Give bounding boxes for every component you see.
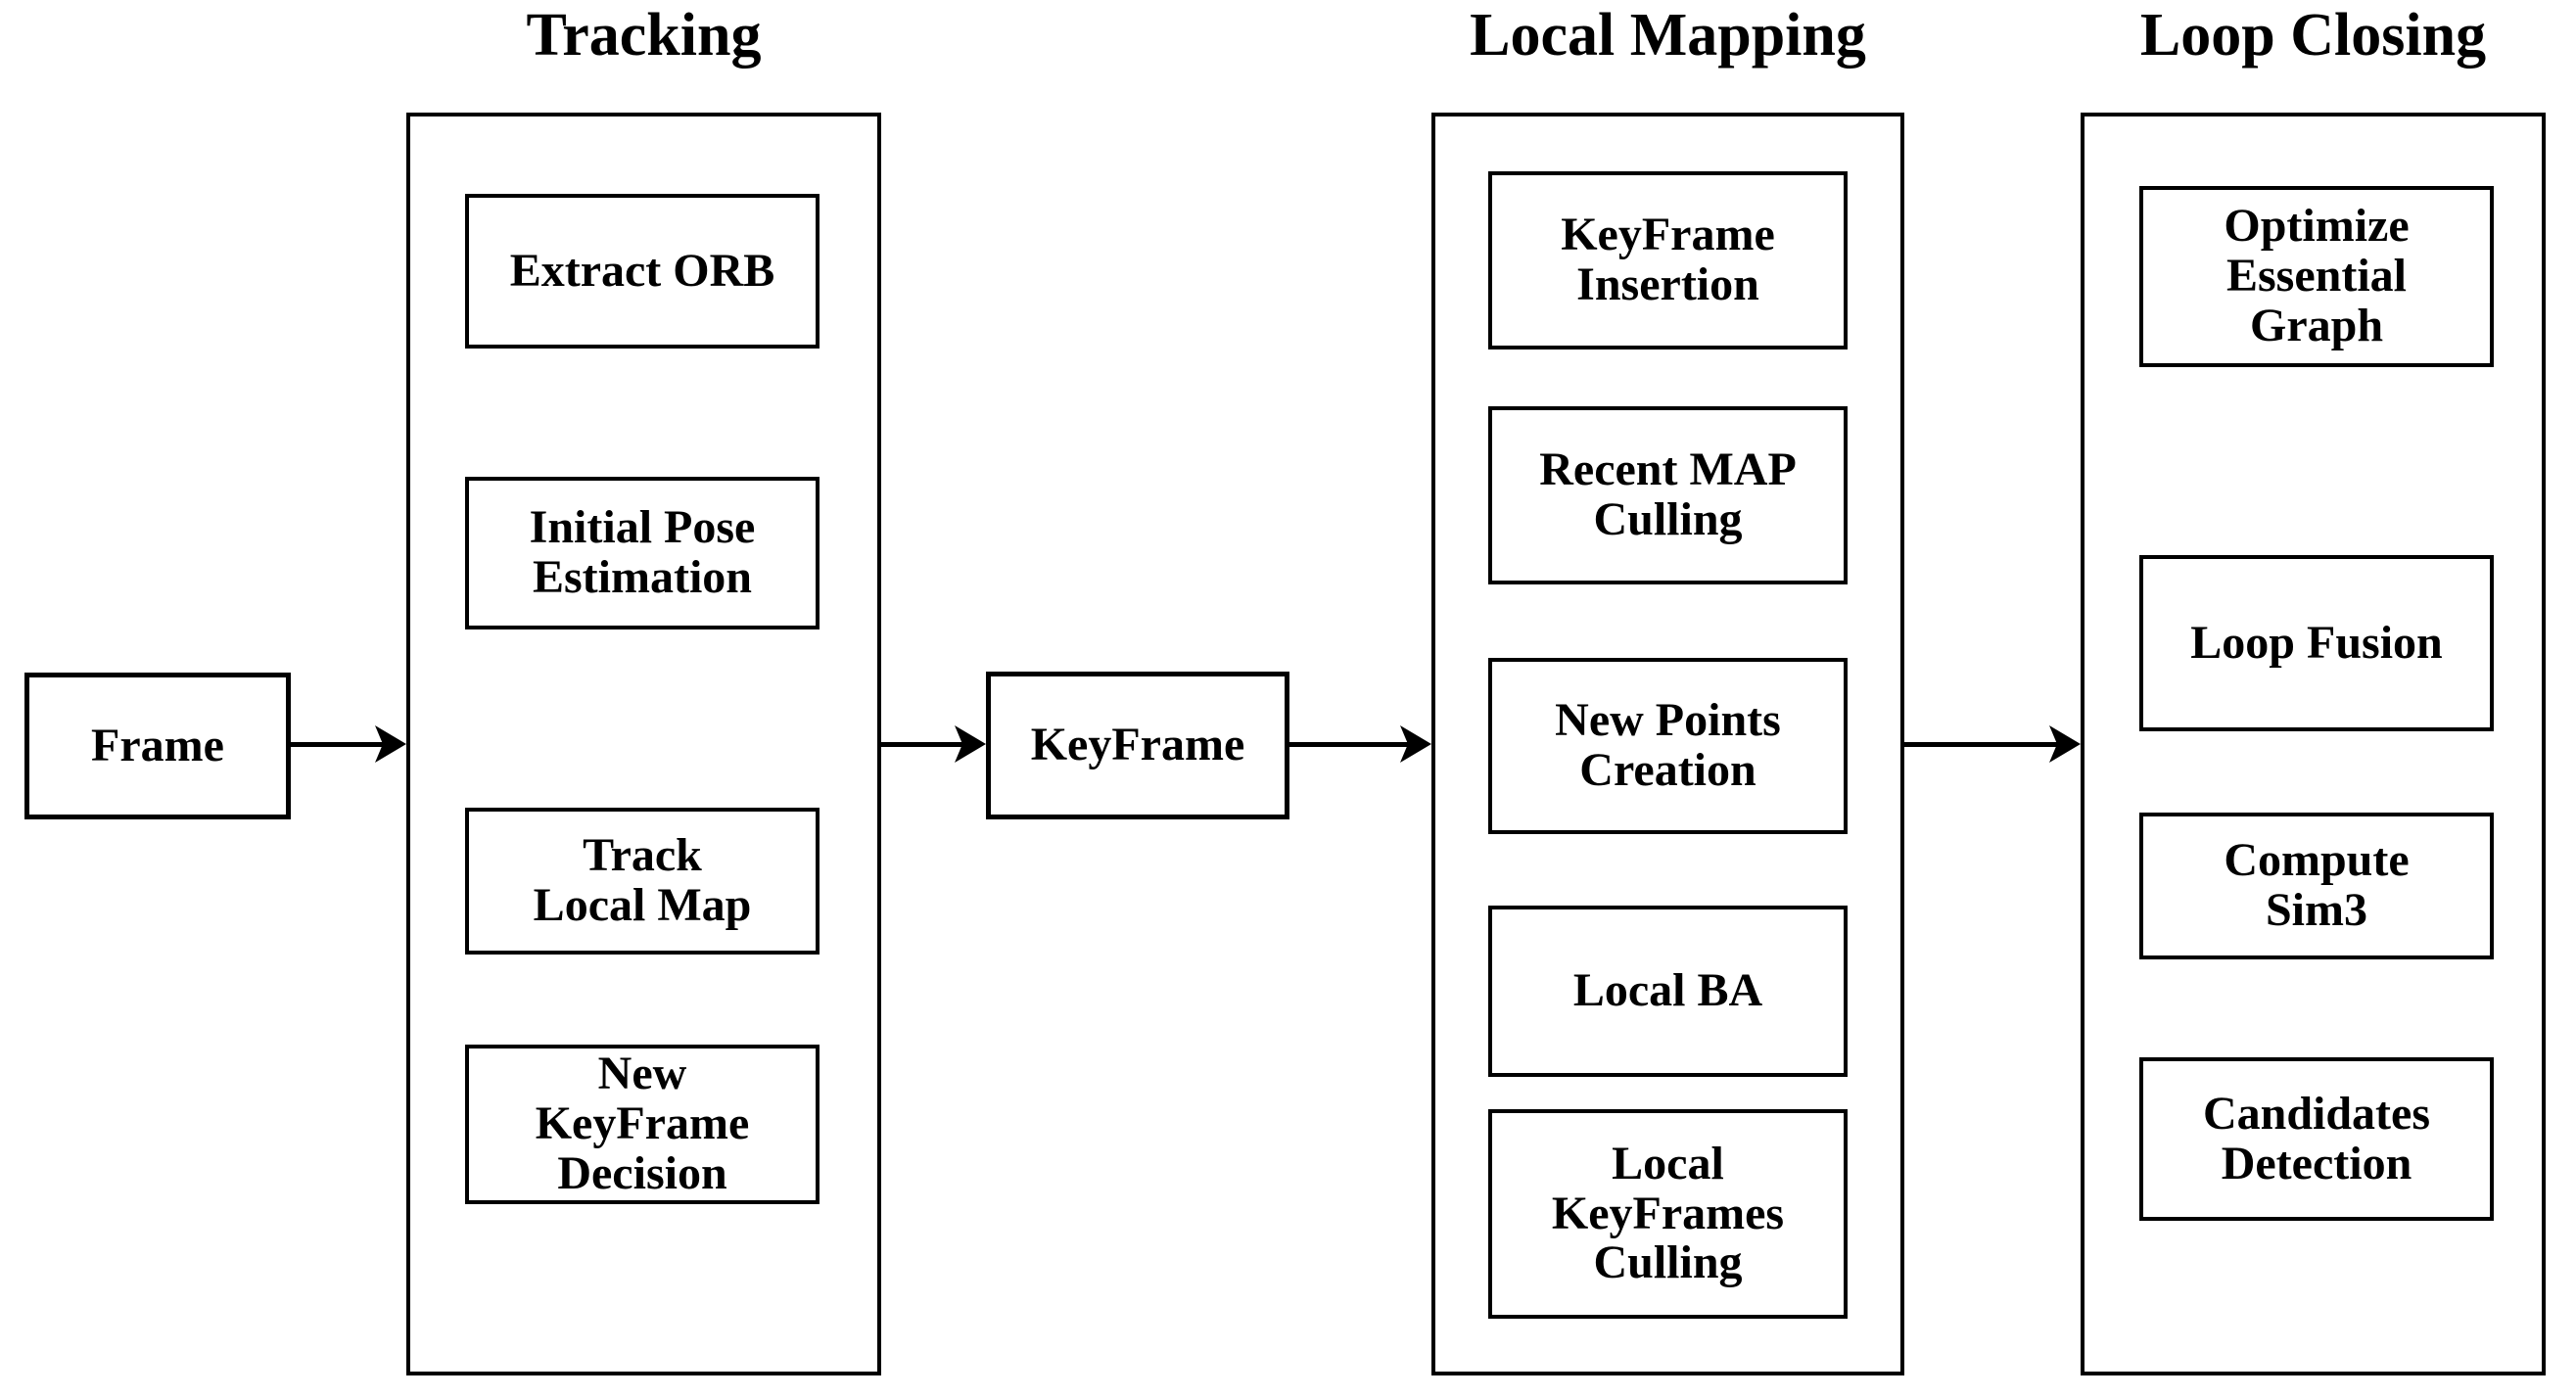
node-frame: Frame — [24, 673, 291, 819]
loop-closing-column-outline — [2081, 113, 2546, 1375]
box-new-keyframe-decision: New KeyFrame Decision — [465, 1045, 820, 1204]
arrow-tracking-to-keyframe-head — [955, 725, 986, 763]
column-title-loop-closing: Loop Closing — [2139, 2, 2487, 69]
box-loop-fusion: Loop Fusion — [2139, 555, 2494, 731]
box-candidates-detection: Candidates Detection — [2139, 1057, 2494, 1221]
arrow-frame-to-tracking-line — [291, 742, 387, 747]
box-optimize-essential-graph: Optimize Essential Graph — [2139, 186, 2494, 367]
box-extract-orb: Extract ORB — [465, 194, 820, 349]
box-local-ba: Local BA — [1488, 906, 1848, 1077]
arrow-local-mapping-to-loop-closing-line — [1904, 742, 2061, 747]
box-initial-pose-estimation: Initial Pose Estimation — [465, 477, 820, 629]
arrow-keyframe-to-local-mapping-line — [1289, 742, 1412, 747]
column-title-local-mapping: Local Mapping — [1470, 2, 1866, 69]
box-keyframe-insertion: KeyFrame Insertion — [1488, 171, 1848, 350]
box-new-points-creation: New Points Creation — [1488, 658, 1848, 834]
box-track-local-map: Track Local Map — [465, 808, 820, 955]
node-keyframe: KeyFrame — [986, 672, 1289, 819]
local-mapping-column-outline — [1431, 113, 1904, 1375]
arrow-tracking-to-keyframe-line — [881, 742, 966, 747]
box-local-keyframes-culling: Local KeyFrames Culling — [1488, 1109, 1848, 1319]
box-recent-map-culling: Recent MAP Culling — [1488, 406, 1848, 584]
arrow-frame-to-tracking-head — [375, 725, 406, 763]
column-title-tracking: Tracking — [526, 2, 762, 69]
box-compute-sim3: Compute Sim3 — [2139, 813, 2494, 959]
tracking-column-outline — [406, 113, 881, 1375]
arrow-keyframe-to-local-mapping-head — [1400, 725, 1431, 763]
arrow-local-mapping-to-loop-closing-head — [2049, 725, 2081, 763]
